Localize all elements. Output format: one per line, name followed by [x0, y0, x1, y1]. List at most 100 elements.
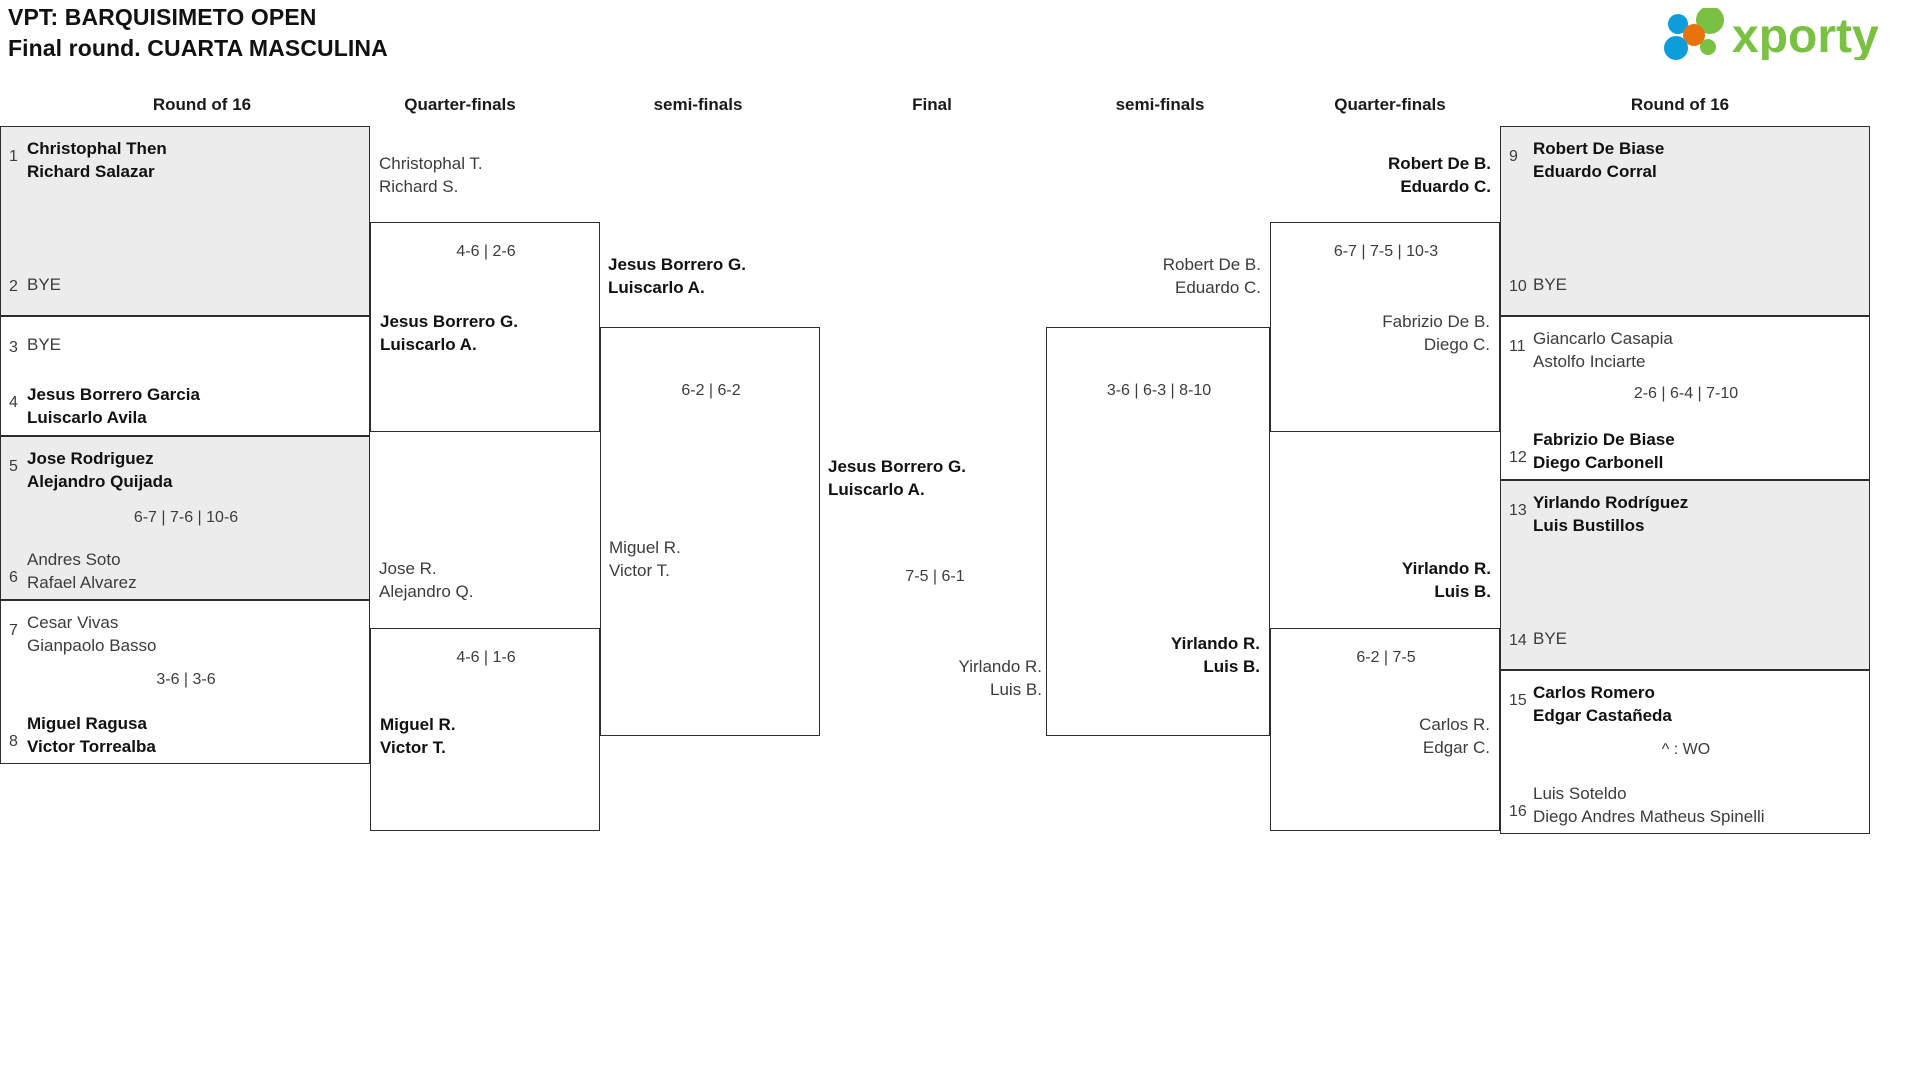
team-names: Robert De B. Eduardo C.	[1163, 253, 1261, 299]
xporty-logo[interactable]: xporty	[1656, 8, 1906, 60]
seed-number: 12	[1509, 449, 1527, 466]
seed-number: 9	[1509, 148, 1518, 165]
seed-number: 1	[9, 148, 18, 165]
seed-number: 4	[9, 394, 18, 411]
match-score: 6-2 | 7-5	[1356, 649, 1416, 666]
sf-l-top-team: Jesus Borrero G. Luiscarlo A.	[600, 253, 820, 303]
round-header-right-sf: semi-finals	[1115, 95, 1205, 114]
match-rqf-1[interactable]: 6-7 | 7-5 | 10-3 Fabrizio De B. Diego C.	[1270, 222, 1500, 432]
sf-r-top-team: Robert De B. Eduardo C.	[1050, 253, 1270, 303]
qf-l2-top-team: Jose R. Alejandro Q.	[370, 557, 600, 607]
seed-number: 10	[1509, 278, 1527, 295]
team-names: Jesus Borrero G. Luiscarlo A.	[828, 455, 966, 501]
team-names: Luis Soteldo Diego Andres Matheus Spinel…	[1533, 782, 1765, 828]
qf-r1-top-team: Robert De B. Eduardo C.	[1270, 152, 1500, 202]
team-names: Giancarlo Casapia Astolfo Inciarte	[1533, 327, 1673, 373]
match-rsf[interactable]: 3-6 | 6-3 | 8-10 Yirlando R. Luis B.	[1046, 327, 1270, 736]
team-names: Carlos Romero Edgar Castañeda	[1533, 681, 1672, 727]
player-2: Luiscarlo Avila	[27, 408, 147, 427]
player-1: Miguel R.	[609, 538, 681, 557]
final-bottom-team: Yirlando R. Luis B.	[820, 655, 1050, 705]
player-2: Eduardo Corral	[1533, 162, 1657, 181]
match-lsf[interactable]: 6-2 | 6-2 Miguel R. Victor T.	[600, 327, 820, 736]
seed-number: 7	[9, 622, 18, 639]
team-names: Yirlando R. Luis B.	[1402, 557, 1491, 603]
team-names: Cesar Vivas Gianpaolo Basso	[27, 611, 156, 657]
seed-number: 11	[1509, 338, 1526, 355]
seed-number: 15	[1509, 692, 1527, 709]
player-2: Luis Bustillos	[1533, 516, 1645, 535]
match-r16-3[interactable]: 13 Yirlando Rodríguez Luis Bustillos 14 …	[1500, 480, 1870, 670]
player-2: Rafael Alvarez	[27, 573, 137, 592]
player-2: Eduardo C.	[1175, 278, 1261, 297]
seed-number: 8	[9, 733, 18, 750]
player-1: Miguel Ragusa	[27, 714, 147, 733]
player-2: Richard S.	[379, 177, 459, 196]
player-2: Richard Salazar	[27, 162, 155, 181]
player-1: Andres Soto	[27, 550, 121, 569]
page-title: VPT: BARQUISIMETO OPEN Final round. CUAR…	[8, 2, 388, 64]
round-header-right-qf: Quarter-finals	[1334, 95, 1446, 114]
player-1: Jesus Borrero G.	[380, 312, 518, 331]
team-names: Yirlando R. Luis B.	[1171, 632, 1260, 678]
player-1: Christophal T.	[379, 154, 483, 173]
round-header-left-r16: Round of 16	[152, 95, 252, 114]
match-score: 6-2 | 6-2	[681, 382, 741, 399]
match-l16-2[interactable]: 3 BYE 4 Jesus Borrero Garcia Luiscarlo A…	[0, 316, 370, 436]
team-names: Fabrizio De B. Diego C.	[1382, 310, 1490, 356]
player-1: Robert De B.	[1388, 154, 1491, 173]
team-names: Jose R. Alejandro Q.	[379, 557, 474, 603]
player-1: Cesar Vivas	[27, 613, 119, 632]
player-2: Luis B.	[990, 680, 1042, 699]
match-score: 2-6 | 6-4 | 7-10	[1633, 385, 1739, 402]
team-names: Yirlando Rodríguez Luis Bustillos	[1533, 491, 1688, 537]
player-1: Luis Soteldo	[1533, 784, 1627, 803]
team-names: Miguel R. Victor T.	[380, 713, 456, 759]
seed-number: 13	[1509, 502, 1527, 519]
player-1: Jesus Borrero G.	[608, 255, 746, 274]
team-names: Christophal Then Richard Salazar	[27, 137, 167, 183]
bye-label: BYE	[1533, 275, 1568, 294]
player-1: Robert De Biase	[1533, 139, 1665, 158]
player-1: Fabrizio De Biase	[1533, 430, 1675, 449]
seed-number: 2	[9, 278, 18, 295]
team-names: Carlos R. Edgar C.	[1419, 713, 1490, 759]
team-names: Jose Rodriguez Alejandro Quijada	[27, 447, 172, 493]
team-names: Miguel Ragusa Victor Torrealba	[27, 712, 156, 758]
match-rqf-2[interactable]: 6-2 | 7-5 Carlos R. Edgar C.	[1270, 628, 1500, 831]
match-l16-1[interactable]: 1 Christophal Then Richard Salazar 2 BYE	[0, 126, 370, 316]
team-names: Robert De Biase Eduardo Corral	[1533, 137, 1664, 183]
player-1: Jose R.	[379, 559, 437, 578]
seed-number: 6	[9, 569, 18, 586]
player-1: Carlos R.	[1419, 715, 1490, 734]
team-names: Jesus Borrero Garcia Luiscarlo Avila	[27, 383, 200, 429]
player-1: Yirlando Rodríguez	[1533, 493, 1689, 512]
player-1: Miguel R.	[380, 715, 456, 734]
match-r16-1[interactable]: 9 Robert De Biase Eduardo Corral 10 BYE	[1500, 126, 1870, 316]
match-r16-2[interactable]: 11 Giancarlo Casapia Astolfo Inciarte 12…	[1500, 316, 1870, 480]
team-names: Jesus Borrero G. Luiscarlo A.	[380, 310, 518, 356]
round-header-final: Final	[912, 95, 952, 114]
match-score: 6-7 | 7-5 | 10-3	[1333, 243, 1439, 260]
player-2: Alejandro Quijada	[27, 472, 173, 491]
qf-r2-top-team: Yirlando R. Luis B.	[1270, 557, 1500, 607]
player-1: Giancarlo Casapia	[1533, 329, 1673, 348]
player-1: Jesus Borrero G.	[828, 457, 966, 476]
team-names: Andres Soto Rafael Alvarez	[27, 548, 137, 594]
bye-label: BYE	[27, 275, 62, 294]
player-2: Luiscarlo A.	[608, 278, 705, 297]
svg-text:xporty: xporty	[1732, 10, 1879, 60]
round-header-left-sf: semi-finals	[653, 95, 743, 114]
player-1: Jesus Borrero Garcia	[27, 385, 200, 404]
final-score-wrap: 7-5 | 6-1	[820, 568, 1050, 596]
match-lqf-2[interactable]: 4-6 | 1-6 Miguel R. Victor T.	[370, 628, 600, 831]
tournament-name: VPT: BARQUISIMETO OPEN	[8, 4, 317, 30]
match-r16-4[interactable]: 15 Carlos Romero Edgar Castañeda 16 Luis…	[1500, 670, 1870, 834]
player-2: Gianpaolo Basso	[27, 636, 157, 655]
match-score: 6-7 | 7-6 | 10-6	[133, 509, 239, 526]
match-l16-4[interactable]: 7 Cesar Vivas Gianpaolo Basso 8 Miguel R…	[0, 600, 370, 764]
match-l16-3[interactable]: 5 Jose Rodriguez Alejandro Quijada 6 And…	[0, 436, 370, 600]
match-lqf-1[interactable]: 4-6 | 2-6 Jesus Borrero G. Luiscarlo A.	[370, 222, 600, 432]
player-2: Astolfo Inciarte	[1533, 352, 1646, 371]
